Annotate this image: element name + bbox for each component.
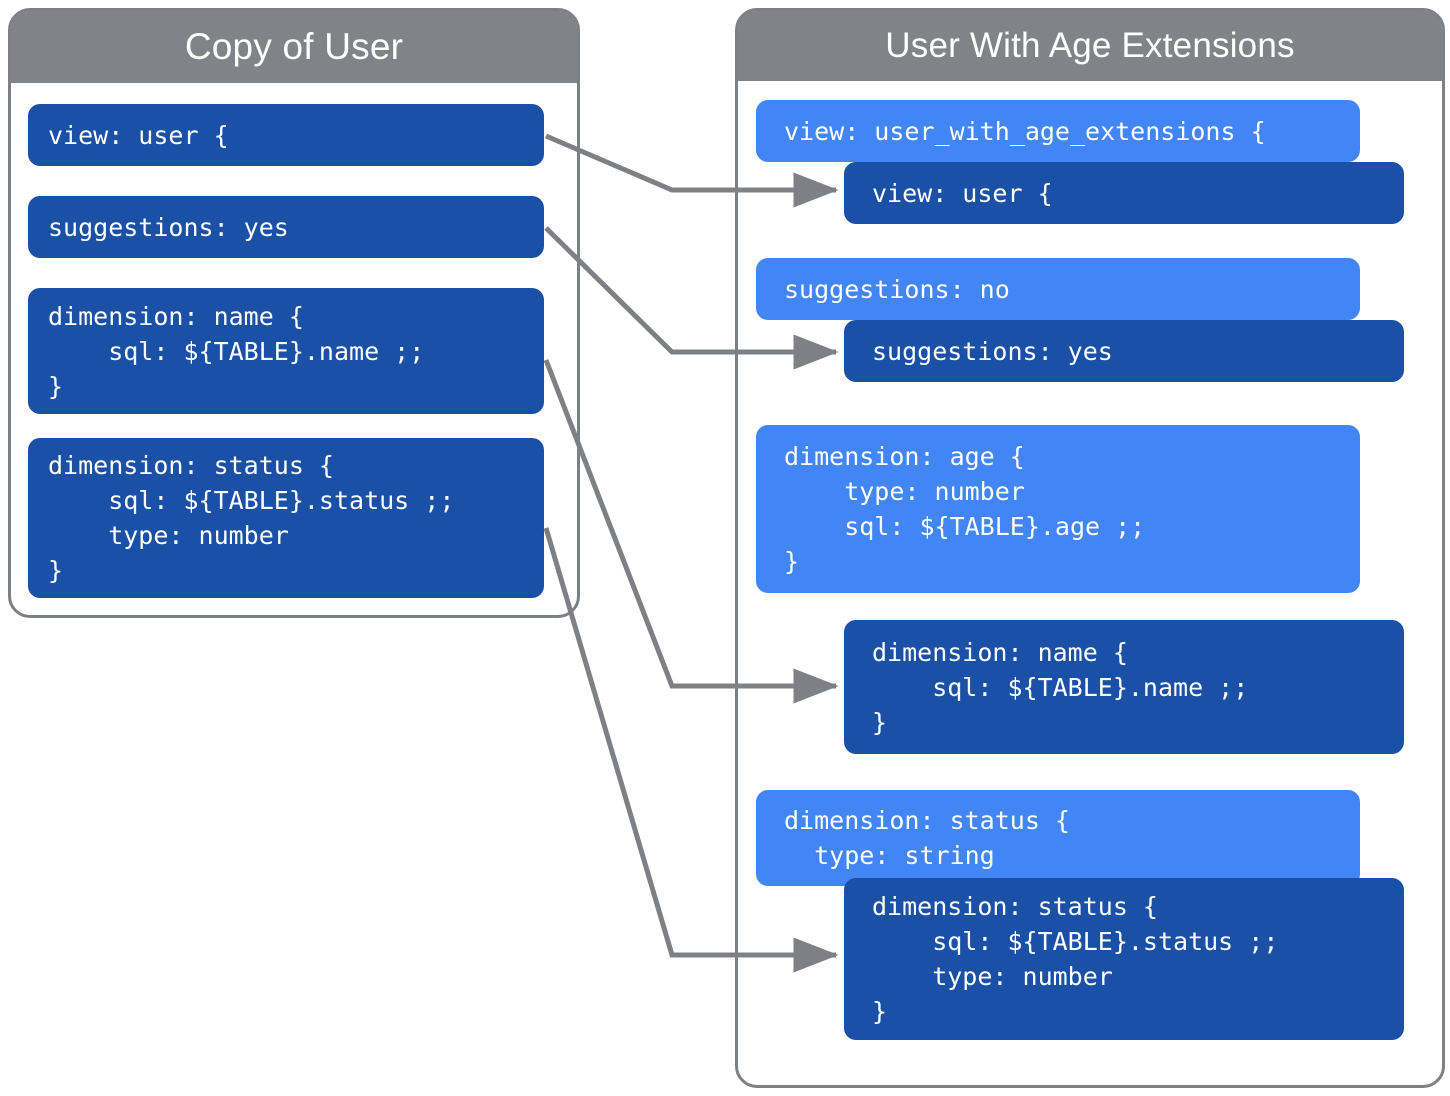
left-view-block[interactable]: view: user { — [28, 104, 544, 166]
right-dimension-age-block[interactable]: dimension: age { type: number sql: ${TAB… — [756, 425, 1360, 593]
left-dimension-status-code: dimension: status { sql: ${TABLE}.status… — [48, 451, 455, 585]
left-dimension-name-code: dimension: name { sql: ${TABLE}.name ;; … — [48, 301, 425, 401]
left-view-code: view: user { — [48, 120, 229, 150]
left-dimension-name-block[interactable]: dimension: name { sql: ${TABLE}.name ;; … — [28, 288, 544, 414]
panel-left-title: Copy of User — [11, 11, 577, 83]
right-suggestions-inherited-block[interactable]: suggestions: yes — [844, 320, 1404, 382]
panel-right-title: User With Age Extensions — [738, 11, 1442, 81]
right-suggestions-override-block[interactable]: suggestions: no — [756, 258, 1360, 320]
right-view-inherited-code: view: user { — [872, 178, 1053, 208]
left-suggestions-code: suggestions: yes — [48, 212, 289, 242]
right-suggestions-inherited-code: suggestions: yes — [872, 336, 1113, 366]
right-dimension-age-code: dimension: age { type: number sql: ${TAB… — [784, 442, 1146, 576]
right-suggestions-override-code: suggestions: no — [784, 274, 1010, 304]
right-dimension-name-inherited-block[interactable]: dimension: name { sql: ${TABLE}.name ;; … — [844, 620, 1404, 754]
right-view-inherited-block[interactable]: view: user { — [844, 162, 1404, 224]
right-dimension-status-inherited-block[interactable]: dimension: status { sql: ${TABLE}.status… — [844, 878, 1404, 1040]
right-view-extension-block[interactable]: view: user_with_age_extensions { — [756, 100, 1360, 162]
right-view-extension-code: view: user_with_age_extensions { — [784, 116, 1266, 146]
left-suggestions-block[interactable]: suggestions: yes — [28, 196, 544, 258]
right-dimension-status-override-block[interactable]: dimension: status { type: string — [756, 790, 1360, 886]
right-dimension-name-inherited-code: dimension: name { sql: ${TABLE}.name ;; … — [872, 637, 1249, 737]
right-dimension-status-inherited-code: dimension: status { sql: ${TABLE}.status… — [872, 892, 1279, 1026]
left-dimension-status-block[interactable]: dimension: status { sql: ${TABLE}.status… — [28, 438, 544, 598]
right-dimension-status-override-code: dimension: status { type: string — [784, 806, 1070, 870]
